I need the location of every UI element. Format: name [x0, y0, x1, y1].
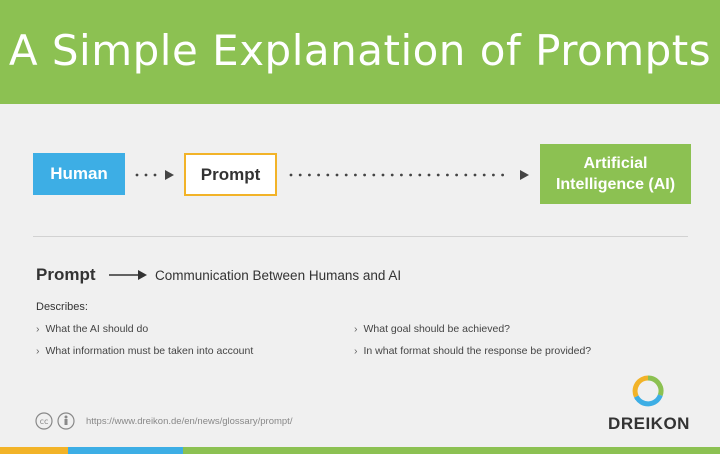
ai-label: Artificial Intelligence (AI) [555, 155, 676, 193]
describes-item: ›What the AI should do [36, 323, 149, 335]
stripe-green [183, 447, 720, 454]
color-stripes [0, 447, 720, 454]
connector-dot [436, 173, 440, 177]
connector-dot [501, 173, 504, 177]
describes-item: ›In what format should the response be p… [354, 345, 592, 357]
dreikon-logo-icon [632, 375, 664, 407]
connector-dot [455, 173, 458, 177]
prompt-label: Prompt [200, 164, 261, 184]
connector-dot [409, 173, 412, 177]
definition-term: Prompt [36, 265, 96, 284]
connector-dot [317, 173, 320, 177]
connector-dot [363, 173, 366, 177]
connector-dot [335, 173, 339, 177]
creative-commons-icon: cc [35, 412, 75, 430]
dotted-arrow-human-prompt [135, 170, 174, 180]
cc-text: cc [40, 417, 49, 426]
source-url[interactable]: https://www.dreikon.de/en/news/glossary/… [86, 416, 293, 427]
prompt-box: Prompt [184, 153, 277, 196]
header-banner: A Simple Explanation of Prompts [0, 0, 720, 104]
describes-label: Describes: [36, 301, 88, 313]
connector-dot [390, 173, 394, 177]
stripe-yellow [0, 447, 68, 454]
dotted-arrow-prompt-ai [289, 170, 529, 180]
connector-dot [482, 173, 486, 177]
describes-item: ›What information must be taken into acc… [36, 345, 254, 357]
connector-dot [344, 173, 348, 177]
stripe-blue [68, 447, 183, 454]
connector-dot [418, 173, 422, 177]
connector-dot [446, 173, 449, 177]
divider [33, 236, 688, 237]
connector-dot [381, 173, 385, 177]
describes-item: ›What goal should be achieved? [354, 323, 511, 335]
brand-name: DREIKON [608, 414, 690, 433]
ai-box: Artificial Intelligence (AI) [540, 144, 691, 204]
chevron-right-icon: › [36, 345, 40, 357]
connector-dot [473, 173, 477, 177]
connector-dot [289, 173, 293, 177]
connector-dot [372, 173, 376, 177]
connector-dot [354, 173, 357, 177]
human-label: Human [50, 164, 108, 183]
connector-dot [427, 173, 431, 177]
page-title: A Simple Explanation of Prompts [8, 26, 712, 75]
connector-dot [308, 173, 311, 177]
connector-dot [326, 173, 330, 177]
definition-meaning: Communication Between Humans and AI [155, 268, 402, 283]
connector-dot [464, 173, 468, 177]
chevron-right-icon: › [36, 323, 40, 335]
connector-dot [492, 173, 495, 177]
chevron-right-icon: › [354, 345, 358, 357]
chevron-right-icon: › [354, 323, 358, 335]
human-box: Human [33, 153, 125, 195]
arrow-right-icon [109, 270, 147, 280]
connector-dot [400, 173, 403, 177]
connector-dot [298, 173, 302, 177]
